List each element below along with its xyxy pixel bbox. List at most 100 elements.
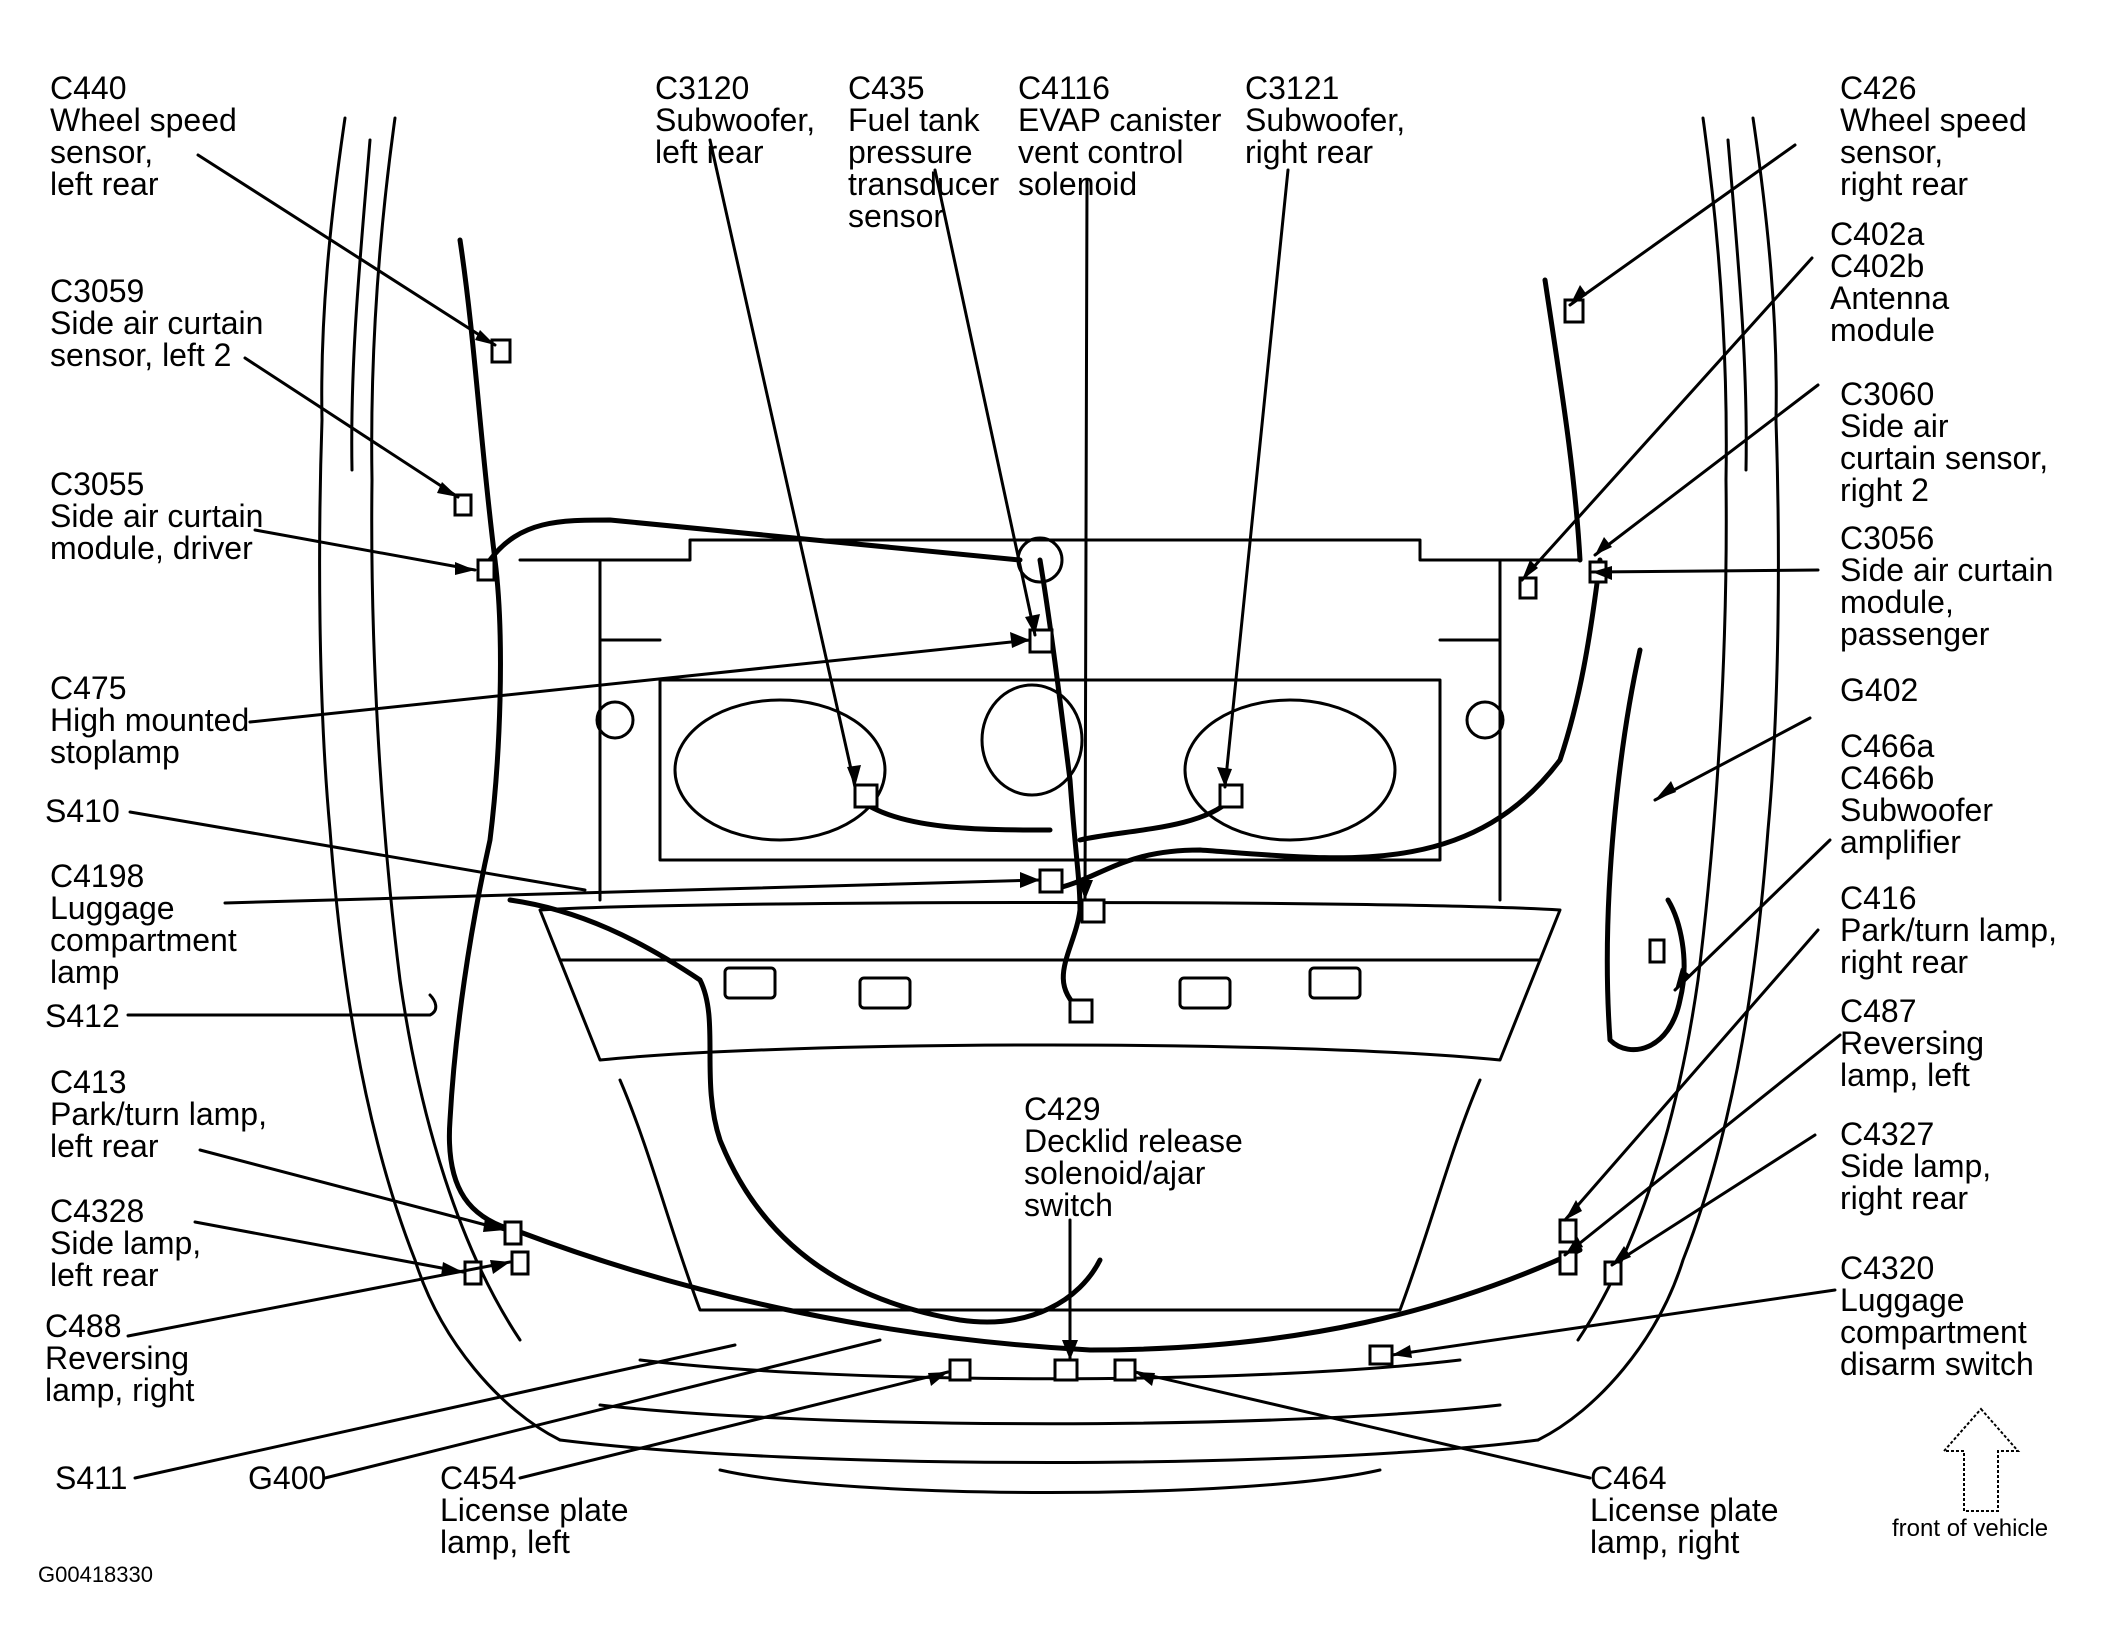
callout-line: curtain sensor, <box>1840 440 2049 476</box>
callout-line: C429 <box>1024 1091 1101 1127</box>
callout-c475: C475 High mounted stoplamp <box>50 672 249 768</box>
callout-line: switch <box>1024 1187 1113 1223</box>
callout-line: module <box>1830 312 1935 348</box>
callout-line: C4327 <box>1840 1116 1935 1152</box>
callout-line: C488 <box>45 1308 122 1344</box>
callout-c487: C487 Reversing lamp, left <box>1840 995 1984 1091</box>
callout-line: G400 <box>248 1460 327 1496</box>
callout-line: S412 <box>45 998 120 1034</box>
callout-line: Decklid release <box>1024 1123 1243 1159</box>
callout-c3120: C3120 Subwoofer, left rear <box>655 72 815 168</box>
callout-line: Side lamp, <box>50 1225 202 1261</box>
callout-line: Wheel speed <box>50 102 237 138</box>
callout-line: module, <box>1840 584 1954 620</box>
callout-line: right rear <box>1840 1180 1969 1216</box>
callout-line: EVAP canister <box>1018 102 1222 138</box>
callout-line: C440 <box>50 70 127 106</box>
callout-line: C416 <box>1840 880 1917 916</box>
callout-line: C402a <box>1830 216 1925 252</box>
callout-line: right rear <box>1840 944 1969 980</box>
callout-line: Subwoofer, <box>1245 102 1406 138</box>
callout-line: C4198 <box>50 858 145 894</box>
callout-c416: C416 Park/turn lamp, right rear <box>1840 882 2057 978</box>
callout-line: lamp, left <box>440 1524 570 1560</box>
callout-line: sensor, <box>1840 134 1944 170</box>
callout-c466: C466a C466b Subwoofer amplifier <box>1840 730 1993 858</box>
callout-g402: G402 <box>1840 674 1918 706</box>
callout-line: transducer <box>848 166 1000 202</box>
callout-line: Wheel speed <box>1840 102 2027 138</box>
callout-c3121: C3121 Subwoofer, right rear <box>1245 72 1405 168</box>
front-of-vehicle-label: front of vehicle <box>1892 1515 2049 1542</box>
callout-line: Luggage <box>50 890 175 926</box>
callout-s410: S410 <box>45 795 120 827</box>
callout-line: lamp, right <box>45 1372 195 1408</box>
callout-line: C487 <box>1840 993 1917 1029</box>
callout-line: C466a <box>1840 728 1935 764</box>
callout-s412: S412 <box>45 1000 120 1032</box>
callout-line: C3121 <box>1245 70 1340 106</box>
callout-c3056: C3056 Side air curtain module, passenger <box>1840 522 2053 650</box>
callout-line: amplifier <box>1840 824 1961 860</box>
callout-c426: C426 Wheel speed sensor, right rear <box>1840 72 2027 200</box>
callout-c429: C429 Decklid release solenoid/ajar switc… <box>1024 1093 1243 1221</box>
callout-line: solenoid <box>1018 166 1138 202</box>
callout-c4198: C4198 Luggage compartment lamp <box>50 860 237 988</box>
callout-line: Luggage <box>1840 1282 1965 1318</box>
callout-line: stoplamp <box>50 734 180 770</box>
figure-id: G00418330 <box>38 1562 153 1587</box>
callout-line: Side lamp, <box>1840 1148 1992 1184</box>
callout-c454: C454 License plate lamp, left <box>440 1462 629 1558</box>
callout-line: C3120 <box>655 70 750 106</box>
callout-line: Park/turn lamp, <box>50 1096 267 1132</box>
callout-c402: C402a C402b Antenna module <box>1830 218 1949 346</box>
up-arrow-icon <box>1941 1407 2021 1512</box>
callout-line: Fuel tank <box>848 102 980 138</box>
callout-line: C464 <box>1590 1460 1667 1496</box>
callout-c413: C413 Park/turn lamp, left rear <box>50 1066 267 1162</box>
callout-line: compartment <box>50 922 237 958</box>
callout-line: lamp <box>50 954 120 990</box>
callout-line: C3055 <box>50 466 145 502</box>
callout-line: vent control <box>1018 134 1184 170</box>
callout-c4116: C4116 EVAP canister vent control solenoi… <box>1018 72 1221 200</box>
callout-c440: C440 Wheel speed sensor, left rear <box>50 72 237 200</box>
callout-line: left rear <box>50 1128 159 1164</box>
callout-line: Side air <box>1840 408 1949 444</box>
callout-line: C4328 <box>50 1193 145 1229</box>
callout-line: right rear <box>1245 134 1374 170</box>
callout-c3059: C3059 Side air curtain sensor, left 2 <box>50 275 263 371</box>
callout-line: sensor, left 2 <box>50 337 232 373</box>
callout-line: C4320 <box>1840 1250 1935 1286</box>
callout-line: module, driver <box>50 530 253 566</box>
callout-c3060: C3060 Side air curtain sensor, right 2 <box>1840 378 2048 506</box>
callout-line: sensor <box>848 198 945 234</box>
callout-line: C3060 <box>1840 376 1935 412</box>
callout-line: Side air curtain <box>50 498 264 534</box>
callout-line: G402 <box>1840 672 1919 708</box>
callout-line: C3059 <box>50 273 145 309</box>
callout-line: left rear <box>50 166 159 202</box>
callout-line: C454 <box>440 1460 517 1496</box>
callout-line: C426 <box>1840 70 1917 106</box>
callout-line: lamp, right <box>1590 1524 1740 1560</box>
callout-c435: C435 Fuel tank pressure transducer senso… <box>848 72 999 232</box>
callout-line: C475 <box>50 670 127 706</box>
callout-s411: S411 <box>55 1462 127 1494</box>
callout-line: C413 <box>50 1064 127 1100</box>
callout-line: Park/turn lamp, <box>1840 912 2057 948</box>
callout-line: lamp, left <box>1840 1057 1970 1093</box>
callout-line: Side air curtain <box>1840 552 2054 588</box>
callout-c3055: C3055 Side air curtain module, driver <box>50 468 263 564</box>
callout-line: Subwoofer, <box>655 102 816 138</box>
callout-line: C4116 <box>1018 70 1110 106</box>
callout-line: License plate <box>440 1492 629 1528</box>
callout-line: C466b <box>1840 760 1935 796</box>
callout-line: S411 <box>55 1460 128 1496</box>
callout-line: C435 <box>848 70 925 106</box>
callout-line: Side air curtain <box>50 305 264 341</box>
callout-c488: C488 Reversing lamp, right <box>45 1310 194 1406</box>
callout-line: passenger <box>1840 616 1990 652</box>
